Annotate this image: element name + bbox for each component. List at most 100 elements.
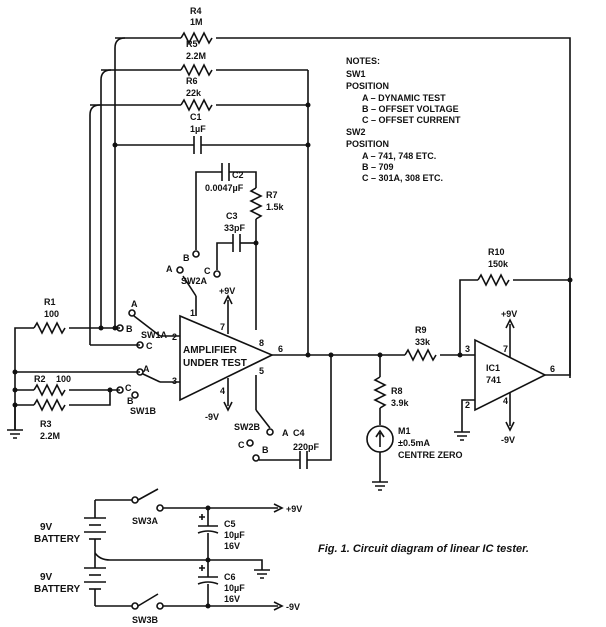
sw1a-pos-b: B [126,324,133,334]
sw1a-pos-c: C [146,341,153,351]
sw3a-contact-2 [156,504,164,512]
c6-voltage: 16V [224,594,240,604]
m1-ref: M1 [398,426,411,436]
amplifier-under-test [179,294,405,429]
resistor-r5 [180,63,213,77]
sw1b-contact-c [116,386,124,394]
sw2b-pos-c: C [238,440,245,450]
sw1a-arm [133,315,161,337]
sw1a-pos-a: A [131,299,138,309]
sw1b-pos-b: B [127,396,134,406]
notes-block: NOTES: SW1 POSITION A – DYNAMIC TEST B –… [346,56,461,183]
r8-value: 3.9k [391,398,410,408]
c4-ref: C4 [293,428,305,438]
capacitor-c4 [299,451,308,469]
sw3b-label: SW3B [132,615,159,625]
sw2b-contact-a [266,428,274,436]
ic1-pos-supply: +9V [501,309,517,319]
notes-sw2-c: C – 301A, 308 ETC. [362,173,443,183]
notes-sw2-a: A – 741, 748 ETC. [362,151,436,161]
resistor-r10 [477,273,510,287]
pos-rail-arrow-icon [273,503,284,513]
sw1b-label: SW1B [130,406,157,416]
notes-sw2-b: B – 709 [362,162,394,172]
supply-pos-rail: +9V [286,504,302,514]
r4-value: 1M [190,17,203,27]
r3-ref: R3 [40,419,52,429]
power-supply [84,488,284,611]
notes-sw1-b: B – OFFSET VOLTAGE [362,104,459,114]
sw1a-label: SW1A [141,330,168,340]
r6-ref: R6 [186,76,198,86]
sw2b-contact-b [252,454,260,462]
capacitor-c1 [193,136,202,154]
notes-sw1-a: A – DYNAMIC TEST [362,93,446,103]
neg-rail-arrow-icon [273,601,284,611]
ic1-pin6: 6 [550,364,555,374]
amp-pos-supply: +9V [219,286,235,296]
ic1-neg-supply: -9V [501,435,515,445]
sw2a-pos-a: A [166,264,173,274]
notes-sw2: SW2 [346,127,366,137]
m1-note: CENTRE ZERO [398,450,463,460]
c3-value: 33pF [224,223,246,233]
capacitor-c2 [221,163,230,181]
sw3a-contact-1 [131,496,139,504]
resistor-r3 [33,398,66,412]
c5-value: 10µF [224,530,245,540]
c2-ref: C2 [232,170,244,180]
sw3a-label: SW3A [132,516,159,526]
r5-value: 2.2M [186,51,206,61]
sw2a-contact-a [176,266,184,274]
sw3b-arm [137,593,159,607]
supply-neg-rail: -9V [286,602,300,612]
sw1b-contact-b [131,391,139,399]
sw1b-pos-a: A [143,364,150,374]
notes-title: NOTES: [346,56,380,66]
amp-pin5: 5 [259,366,264,376]
sw2b-label: SW2B [234,422,261,432]
sw1b-pos-c: C [125,383,132,393]
c1-ref: C1 [190,112,202,122]
meter-network [366,355,394,491]
r1-value: 100 [44,309,59,319]
ground-icon-meter [372,481,388,491]
r5-ref: R5 [186,39,198,49]
r8-ref: R8 [391,386,403,396]
resistor-r8 [373,376,387,409]
ic1-pin4: 4 [503,396,508,406]
c3-ref: C3 [226,211,238,221]
ic1-value: 741 [486,375,501,385]
resistor-r1 [33,321,66,335]
battery1-label: BATTERY [34,534,80,545]
r10-ref: R10 [488,247,505,257]
resistor-r6 [180,98,213,112]
battery2-label: BATTERY [34,584,80,595]
r1-ref: R1 [44,297,56,307]
sw2b-pos-a: A [282,428,289,438]
battery1-voltage: 9V [40,522,53,533]
sw2a-pos-b: B [183,253,190,263]
amp-pin2: 2 [172,332,177,342]
meter-needle-icon [375,429,385,447]
compensation-network [176,163,263,330]
c5-ref: C5 [224,519,236,529]
ic1-pin3: 3 [465,344,470,354]
amp-pin6: 6 [278,344,283,354]
c1-value: 1µF [190,124,206,134]
r4-ref: R4 [190,6,202,16]
sw1b-contact-a [136,368,144,376]
r10-value: 150k [488,259,509,269]
c6-value: 10µF [224,583,245,593]
capacitor-c3 [232,234,241,252]
sw2a-contact-c [213,270,221,278]
r2-value: 100 [56,374,71,384]
notes-sw1: SW1 [346,69,366,79]
amplifier-triangle [179,314,274,402]
c4-value: 220pF [293,442,320,452]
ground-icon-left [7,429,23,439]
ground-icon-supply [254,569,270,579]
sw3a-arm [137,488,159,501]
